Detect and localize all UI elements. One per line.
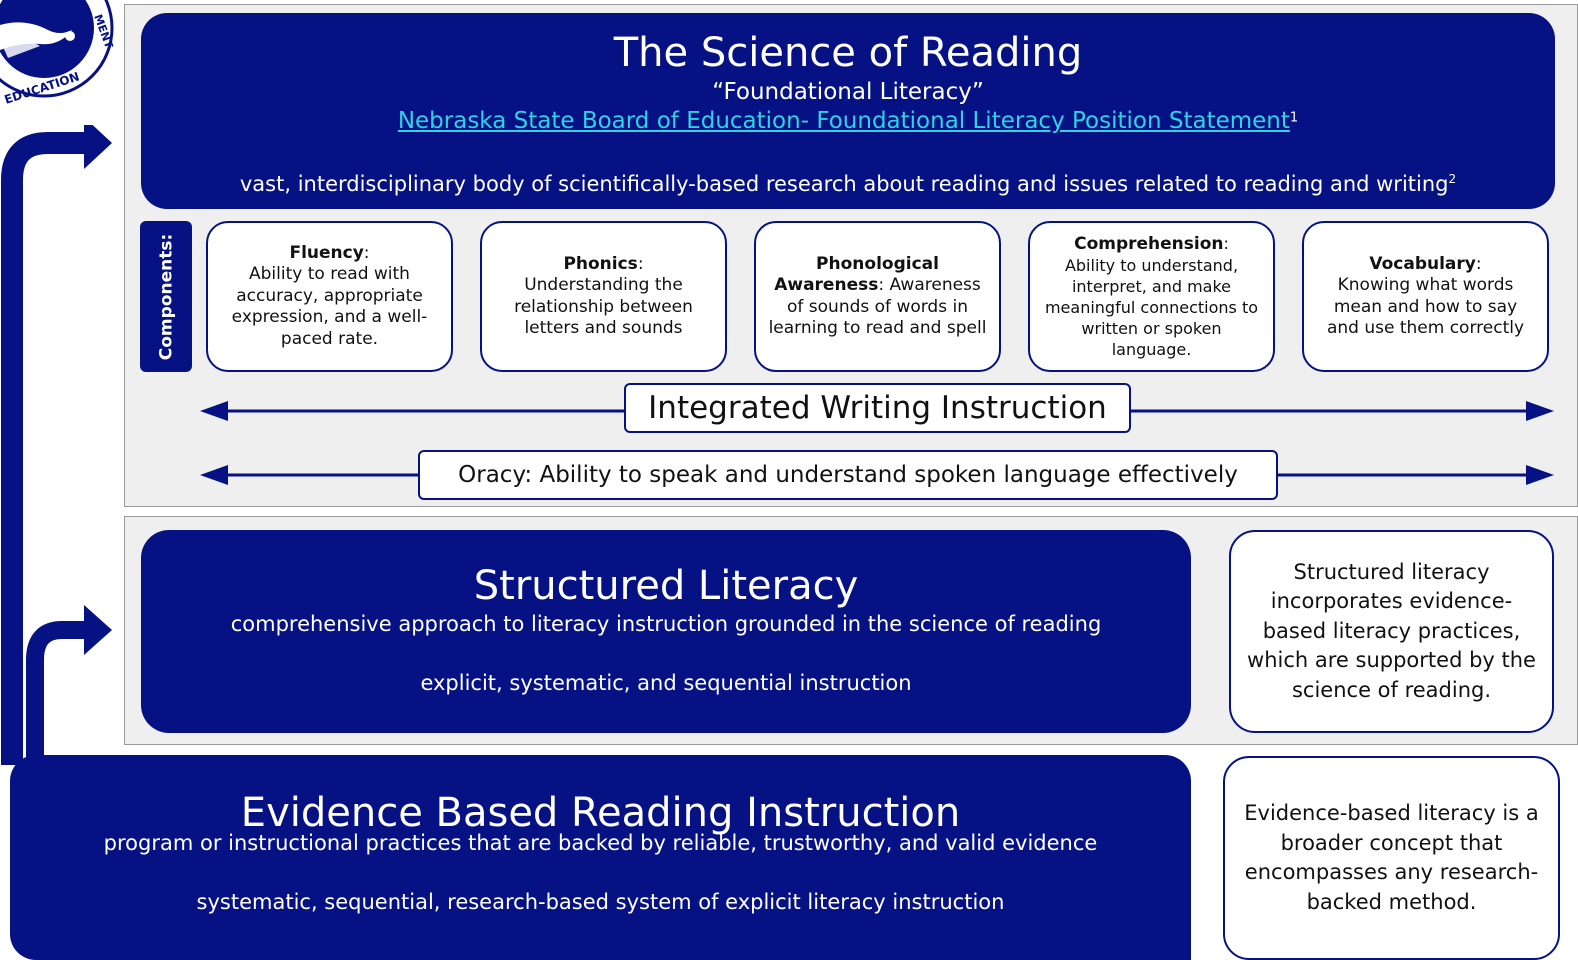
- evidence-based-title: Evidence Based Reading Instruction: [240, 790, 961, 836]
- science-of-reading-box: The Science of Reading “Foundational Lit…: [141, 13, 1555, 209]
- component-card-vocabulary: Vocabulary:Knowing what words mean and h…: [1302, 221, 1549, 372]
- evidence-based-box: Evidence Based Reading Instruction progr…: [10, 755, 1191, 960]
- integrated-writing-pill: Integrated Writing Instruction: [624, 383, 1131, 433]
- flow-arrows: [1, 125, 112, 765]
- component-sep: :: [1475, 253, 1482, 274]
- position-statement-link[interactable]: Nebraska State Board of Education- Found…: [397, 108, 1290, 134]
- component-term: Fluency: [289, 242, 364, 263]
- evidence-based-line1: program or instructional practices that …: [103, 831, 1098, 855]
- evidence-based-note: Evidence-based literacy is a broader con…: [1223, 756, 1560, 960]
- component-definition: Ability to understand, interpret, and ma…: [1044, 256, 1259, 359]
- description-text: vast, interdisciplinary body of scientif…: [239, 172, 1449, 196]
- integrated-writing-text: Integrated Writing Instruction: [648, 390, 1107, 426]
- structured-literacy-line1: comprehensive approach to literacy instr…: [230, 612, 1102, 636]
- link-footnote: 1: [1289, 110, 1299, 126]
- structured-literacy-box: Structured Literacy comprehensive approa…: [141, 530, 1191, 733]
- oracy-pill: Oracy: Ability to speak and understand s…: [418, 450, 1278, 500]
- evidence-based-note-text: Evidence-based literacy is a broader con…: [1244, 801, 1539, 914]
- science-of-reading-subtitle: “Foundational Literacy”: [712, 79, 984, 105]
- structured-literacy-line2: explicit, systematic, and sequential ins…: [420, 671, 912, 695]
- component-sep: :: [1223, 234, 1229, 253]
- structured-literacy-note-text: Structured literacy incorporates evidenc…: [1247, 559, 1536, 702]
- components-label: Components:: [140, 221, 192, 372]
- component-definition: Ability to read with accuracy, appropria…: [231, 264, 428, 349]
- structured-literacy-title: Structured Literacy: [473, 563, 859, 609]
- seal-logo: MENT EDUCATION: [0, 0, 118, 112]
- component-card-comprehension: Comprehension: Ability to understand, int…: [1028, 221, 1275, 372]
- science-of-reading-description: vast, interdisciplinary body of scientif…: [240, 166, 1456, 197]
- science-of-reading-title: The Science of Reading: [613, 30, 1083, 76]
- component-definition: Awareness of sounds of words in learning…: [768, 275, 987, 338]
- component-term: Comprehension: [1074, 234, 1224, 254]
- component-card-fluency: Fluency:Ability to read with accuracy, a…: [206, 221, 453, 372]
- component-sep: :: [363, 242, 370, 263]
- component-term: Phonological Awareness: [774, 253, 939, 296]
- structured-literacy-note: Structured literacy incorporates evidenc…: [1229, 530, 1554, 733]
- component-sep: :: [878, 275, 885, 295]
- evidence-based-line2: systematic, sequential, research-based s…: [196, 890, 1005, 914]
- description-footnote: 2: [1448, 172, 1457, 186]
- component-card-phonics: Phonics:Understanding the relationship b…: [480, 221, 727, 372]
- oracy-text: Oracy: Ability to speak and understand s…: [458, 462, 1238, 488]
- component-definition: Understanding the relationship between l…: [514, 275, 693, 338]
- position-statement-link-row: Nebraska State Board of Education- Found…: [398, 106, 1298, 136]
- component-definition: Knowing what words mean and how to say a…: [1326, 275, 1525, 338]
- components-label-text: Components:: [156, 233, 176, 360]
- component-card-phonological-awareness: Phonological Awareness: Awareness of sou…: [754, 221, 1001, 372]
- component-term: Phonics: [563, 253, 638, 274]
- component-sep: :: [637, 253, 644, 274]
- component-term: Vocabulary: [1369, 253, 1476, 274]
